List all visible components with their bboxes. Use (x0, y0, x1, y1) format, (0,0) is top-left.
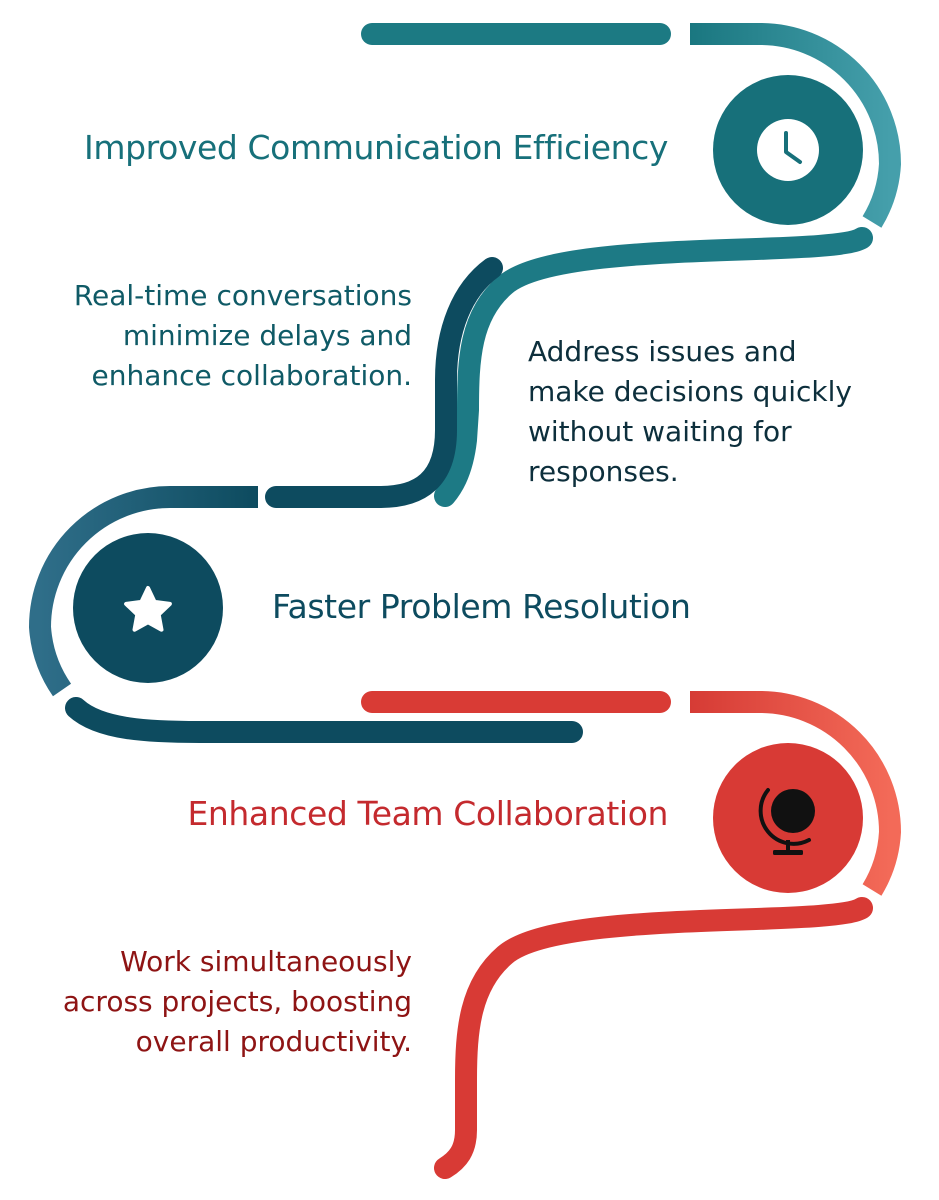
step-3-description: Work simultaneously across projects, boo… (63, 942, 412, 1062)
clock-badge (713, 75, 863, 225)
description-line: Work simultaneously (120, 945, 412, 978)
section-1-ribbon (361, 23, 902, 507)
description-line: make decisions quickly (528, 375, 852, 408)
star-icon (124, 586, 172, 632)
globe-icon (758, 788, 815, 855)
step-2-description: Address issues and make decisions quickl… (528, 332, 852, 492)
description-line: without waiting for (528, 415, 792, 448)
description-line: overall productivity. (135, 1025, 412, 1058)
description-line: minimize delays and (122, 319, 412, 352)
star-badge (73, 533, 223, 683)
step-1-title: Improved Communication Efficiency (84, 128, 668, 167)
step-3-title: Enhanced Team Collaboration (187, 794, 668, 833)
globe-badge (713, 743, 863, 893)
step-2-title: Faster Problem Resolution (272, 587, 691, 626)
description-line: responses. (528, 455, 679, 488)
section-2-ribbon (28, 257, 583, 743)
description-line: Address issues and (528, 335, 797, 368)
description-line: across projects, boosting (62, 985, 412, 1018)
step-1-description: Real-time conversations minimize delays … (74, 276, 412, 396)
section-3-ribbon (361, 691, 902, 1179)
description-line: enhance collaboration. (91, 359, 413, 392)
description-line: Real-time conversations (73, 279, 412, 312)
clock-icon (757, 119, 819, 181)
